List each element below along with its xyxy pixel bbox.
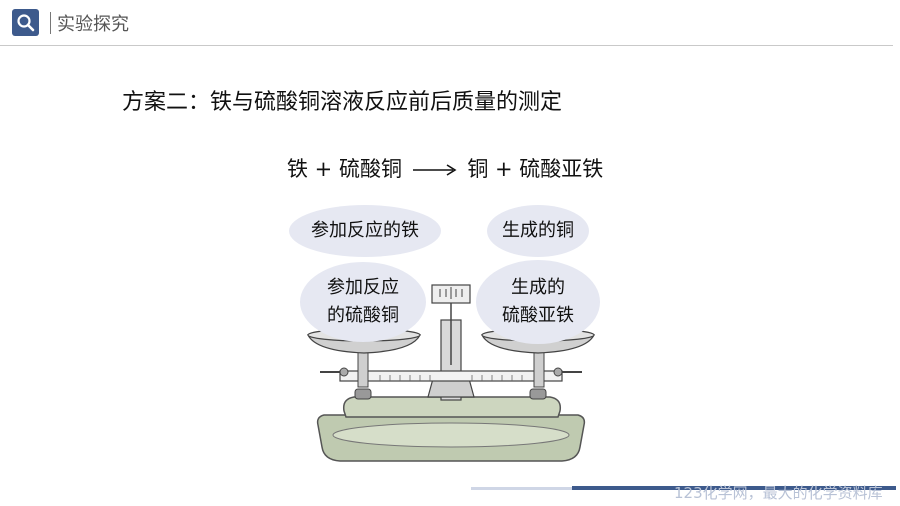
search-button[interactable]: [12, 9, 39, 36]
equation-reactants: 铁 + 硫酸铜: [287, 157, 402, 181]
bubble-produced-copper: 生成的铜: [487, 205, 589, 257]
bubble-reacted-iron: 参加反应的铁: [289, 205, 441, 257]
bubble-label-line: 的硫酸铜: [327, 305, 399, 326]
bubble-reacted-copper-sulfate: 参加反应 的硫酸铜: [300, 262, 426, 342]
reaction-equation: 铁 + 硫酸铜 铜 + 硫酸亚铁: [287, 156, 617, 182]
reaction-arrow-icon: [412, 164, 457, 176]
footer-rule-dark: [572, 486, 896, 490]
equation-products: 铜 + 硫酸亚铁: [467, 157, 604, 181]
watermark: 123化学网，最大的化学资料库: [674, 484, 883, 502]
scheme-title: 方案二：铁与硫酸铜溶液反应前后质量的测定: [122, 90, 563, 115]
bubble-label: 生成的铜: [502, 220, 574, 241]
search-icon: [17, 14, 35, 32]
section-title: 实验探究: [57, 14, 129, 35]
header-bar: 实验探究: [0, 0, 900, 46]
bubble-label-line: 参加反应: [327, 277, 399, 298]
bubble-label-line: 生成的: [511, 277, 565, 298]
header-divider: [50, 12, 51, 34]
bubble-label: 参加反应的铁: [311, 220, 419, 241]
bubble-label-line: 硫酸亚铁: [502, 305, 574, 326]
footer-rule-light: [471, 487, 581, 490]
header-rule: [0, 45, 893, 46]
bubble-produced-ferrous-sulfate: 生成的 硫酸亚铁: [476, 260, 600, 344]
